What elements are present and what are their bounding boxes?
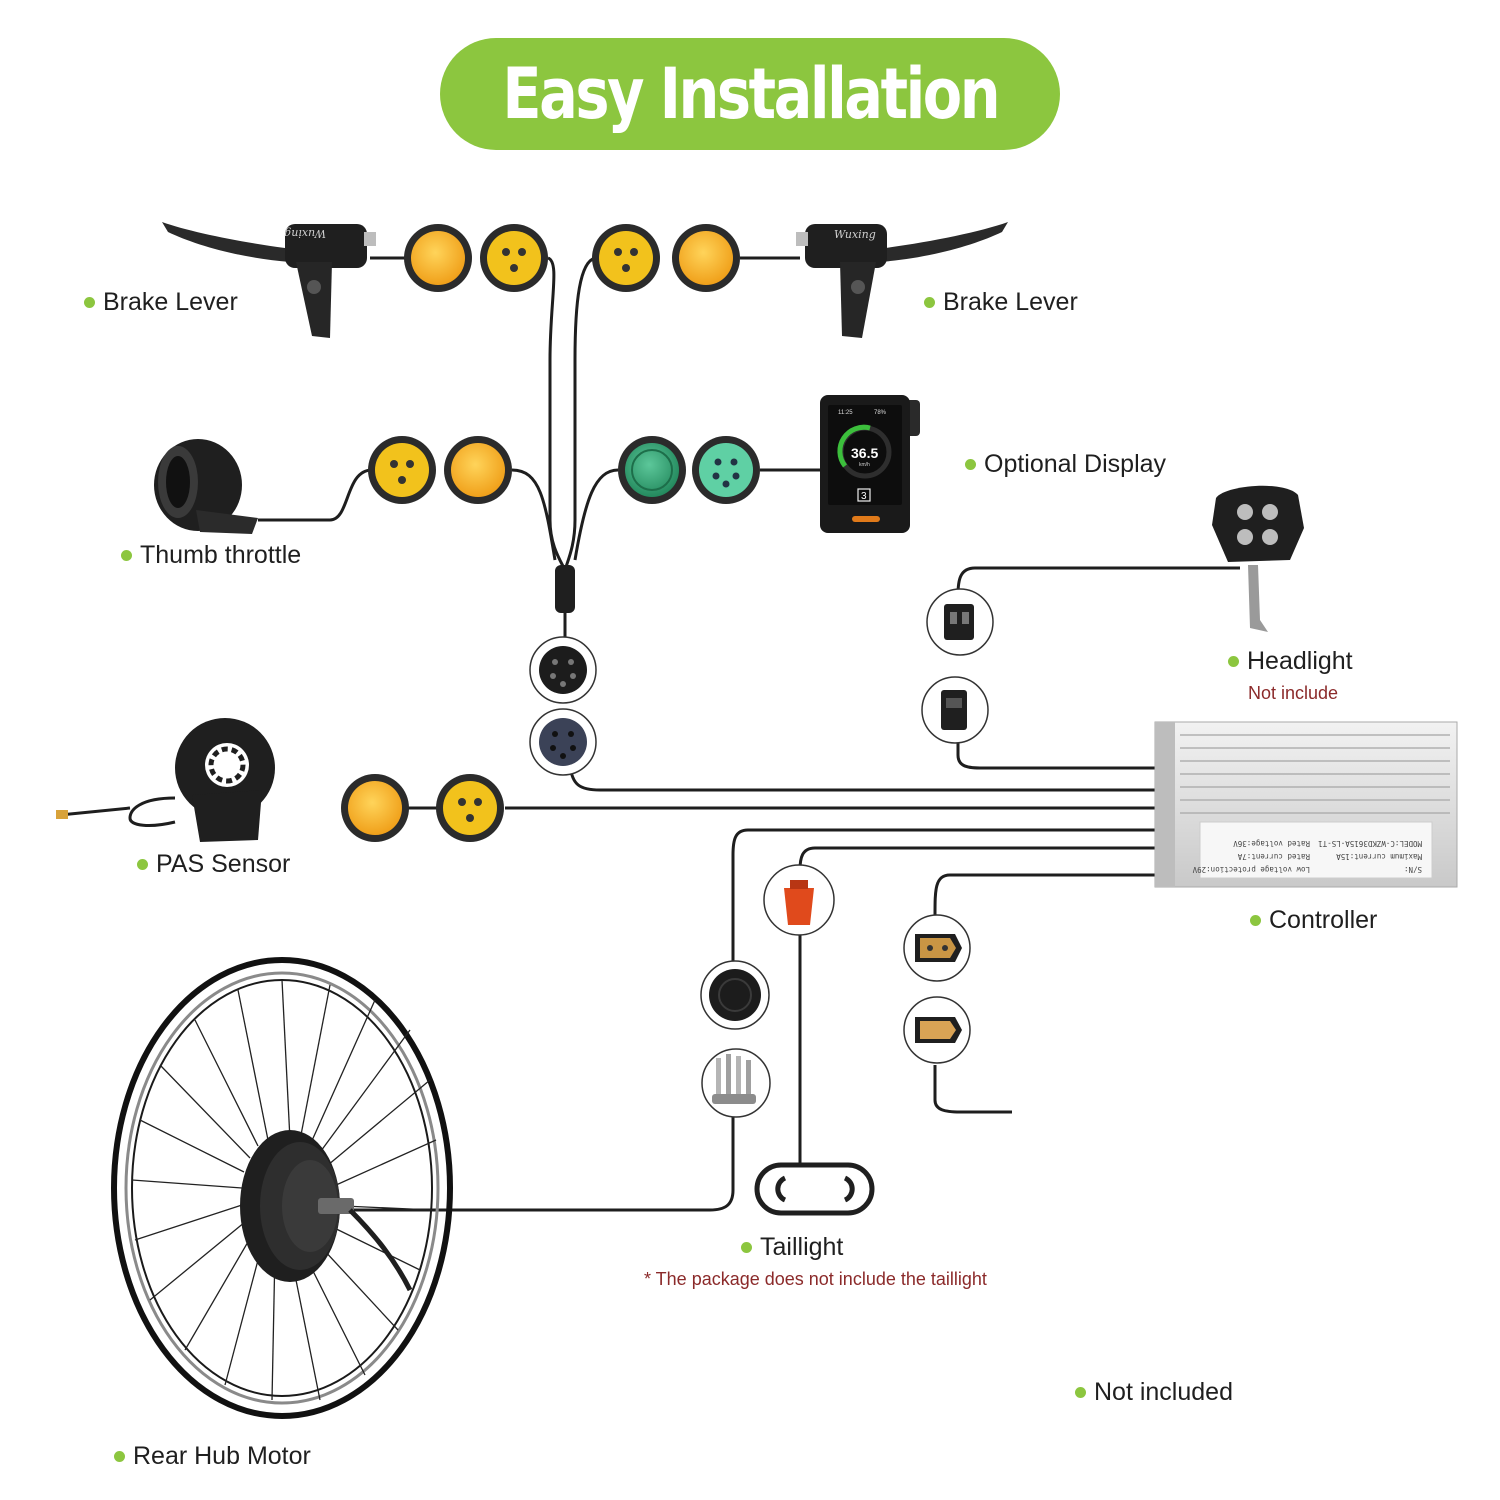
label-pas-sensor: PAS Sensor <box>137 850 290 879</box>
title-banner: Easy Installation <box>440 38 1060 150</box>
harness-male-plug-icon <box>529 636 597 704</box>
pas-sensor-icon <box>56 718 275 842</box>
throttle-connector-2-icon <box>444 436 512 504</box>
label-text: Rear Hub Motor <box>133 1442 311 1470</box>
pas-connector-1-icon <box>341 774 409 842</box>
taillight-note: * The package does not include the taill… <box>644 1269 987 1289</box>
thumb-throttle-icon <box>154 439 258 534</box>
bullet-dot-icon <box>1075 1387 1086 1398</box>
display-level: 3 <box>861 491 867 502</box>
label-brake-lever-left: Brake Lever <box>84 288 238 317</box>
harness-female-plug-icon <box>529 708 597 776</box>
taillight-icon <box>754 1162 875 1216</box>
headlight-plug-2-icon <box>921 676 989 744</box>
label-text: Brake Lever <box>943 288 1078 316</box>
brand-mark-left: Wuxing <box>284 227 326 240</box>
label-text: Not included <box>1094 1378 1233 1406</box>
label-brake-lever-right: Brake Lever <box>924 288 1078 317</box>
headlight-icon <box>1212 485 1304 632</box>
brake-lever-left-icon: Wuxing <box>162 222 376 338</box>
display-speed: 36.5 <box>851 445 878 461</box>
battery-plug-2-icon <box>903 996 971 1064</box>
taillight-plug-icon <box>763 864 835 936</box>
pas-connector-2-icon <box>436 774 504 842</box>
harness-splice-icon <box>555 565 575 613</box>
label-rear-hub-motor: Rear Hub Motor <box>114 1442 311 1471</box>
bullet-dot-icon <box>741 1242 752 1253</box>
label-text: Headlight <box>1247 647 1353 675</box>
controller-sticker-line2: Maximum current:15A <box>1336 852 1422 861</box>
label-optional-display: Optional Display <box>965 450 1166 479</box>
label-text: PAS Sensor <box>156 850 291 878</box>
battery-plug-1-icon <box>903 914 971 982</box>
label-text: Taillight <box>760 1233 844 1261</box>
brake-lever-right-icon: Wuxing <box>796 222 1008 338</box>
label-text: Thumb throttle <box>140 541 302 569</box>
brand-mark-right: Wuxing <box>834 228 876 241</box>
bullet-dot-icon <box>1250 915 1261 926</box>
display-battery: 78% <box>874 410 887 416</box>
label-text: Controller <box>1269 906 1378 934</box>
controller-icon: S/N: Maximum current:15A MODEL:C-WZKD361… <box>1154 721 1458 888</box>
bullet-dot-icon <box>1228 656 1239 667</box>
label-thumb-throttle: Thumb throttle <box>121 541 301 570</box>
bullet-dot-icon <box>121 550 132 561</box>
wires <box>59 256 1240 1212</box>
display-connector-1-icon <box>618 436 686 504</box>
bullet-dot-icon <box>84 297 95 308</box>
bullet-dot-icon <box>965 459 976 470</box>
brake-connector-2-icon <box>480 224 548 292</box>
brake-connector-3-icon <box>592 224 660 292</box>
display-unit: km/h <box>859 462 870 468</box>
bullet-dot-icon <box>114 1451 125 1462</box>
display-unit-icon: 36.5 km/h 11:25 78% 3 <box>820 395 920 533</box>
label-not-included: Not included <box>1075 1378 1233 1407</box>
label-text: Brake Lever <box>103 288 238 316</box>
brake-connector-1-icon <box>404 224 472 292</box>
label-headlight: Headlight <box>1228 647 1353 676</box>
label-text: Optional Display <box>984 450 1167 478</box>
controller-sticker-line6: Rated voltage:36V <box>1233 839 1310 848</box>
display-connector-2-icon <box>692 436 760 504</box>
page-title: Easy Installation <box>502 53 1000 135</box>
motor-male-plug-icon <box>701 1048 771 1118</box>
headlight-note: Not include <box>1248 683 1339 703</box>
motor-female-plug-icon <box>700 960 770 1030</box>
throttle-connector-1-icon <box>368 436 436 504</box>
controller-sticker-line5: Rated current:7A <box>1237 852 1310 861</box>
label-controller: Controller <box>1250 906 1377 935</box>
bullet-dot-icon <box>924 297 935 308</box>
headlight-plug-1-icon <box>926 588 994 656</box>
display-clock: 11:25 <box>838 410 853 416</box>
controller-sticker-line3: MODEL:C-WZKD3615A-LS-T1 <box>1318 839 1422 848</box>
rear-hub-motor-wheel-icon <box>111 957 453 1419</box>
brake-connector-4-icon <box>672 224 740 292</box>
label-taillight: Taillight <box>741 1233 843 1262</box>
controller-sticker-line4: Low voltage protection:29V <box>1192 865 1310 874</box>
controller-sticker-line1: S/N: <box>1404 865 1422 874</box>
bullet-dot-icon <box>137 859 148 870</box>
